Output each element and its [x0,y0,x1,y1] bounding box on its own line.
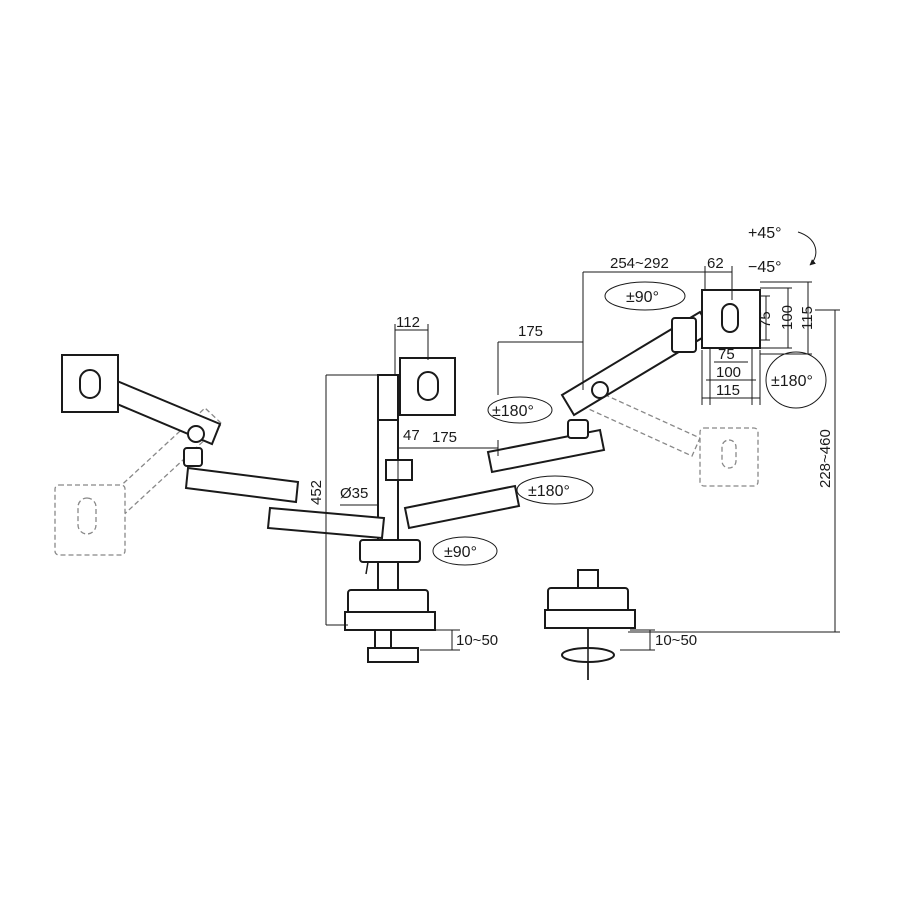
left-vesa-plate [61,354,119,413]
arm-upper-label: ±180° [492,403,534,420]
rotation-arm-upper: ±180° [487,396,553,424]
dim-total-height-label: 228~460 [817,429,834,488]
dim-vesa-100-w: 100 [716,364,741,381]
dim-total-height: 228~460 [628,309,840,633]
dim-grommet-label: 10~50 [655,632,697,649]
left-arm [96,374,386,540]
dim-112: 112 [394,314,429,375]
dim-diameter: Ø35 [340,485,378,506]
dim-175-upper-label: 175 [518,323,543,340]
dim-vesa-115-w: 115 [716,382,740,399]
rotation-tilt: +45° −45° [748,225,817,276]
right-vesa-plate [701,289,761,349]
right-arm [403,310,714,530]
center-vesa-plate [377,357,456,421]
swivel-head-label: ±90° [626,289,659,306]
dim-vesa-horizontal: 75 100 115 [701,346,761,405]
dim-452: 452 [308,374,378,626]
dim-47: 47 [397,427,420,515]
dim-175-lower-label: 175 [432,429,457,446]
dim-vesa-115-h: 115 [799,306,816,330]
dim-vesa-100-h: 100 [779,305,796,330]
clamp-base [344,561,436,663]
dim-grommet: 10~50 [620,629,697,651]
dim-vesa-75-w: 75 [718,346,735,363]
dim-62-label: 62 [707,255,724,272]
arm-lower-label: ±180° [528,483,570,500]
dim-vesa-vertical: 75 100 115 [757,281,816,355]
grommet-base [544,569,636,680]
dim-452-label: 452 [308,480,325,505]
dim-175-lower: 175 [398,429,499,456]
dim-diameter-label: Ø35 [340,485,368,502]
tilt-up-label: +45° [748,225,782,242]
dim-112-label: 112 [396,314,420,331]
rotation-head-label: ±180° [771,373,813,390]
right-ghost-arm [581,387,759,487]
dim-reach-label: 254~292 [610,255,669,272]
rotation-base: ±90° [432,536,498,566]
dim-47-label: 47 [403,427,420,444]
tilt-down-label: −45° [748,259,782,276]
dim-reach: 254~292 62 [582,255,733,390]
dim-clamp-label: 10~50 [456,632,498,649]
rotation-arm-lower: ±180° [516,475,594,505]
dim-clamp: 10~50 [420,629,498,651]
rotation-head: ±180° [765,351,827,409]
base-swivel-label: ±90° [444,544,477,561]
dim-175-upper: 175 [497,323,583,395]
rotation-swivel-head: ±90° [604,281,686,311]
dim-vesa-75-h: 75 [757,311,774,328]
